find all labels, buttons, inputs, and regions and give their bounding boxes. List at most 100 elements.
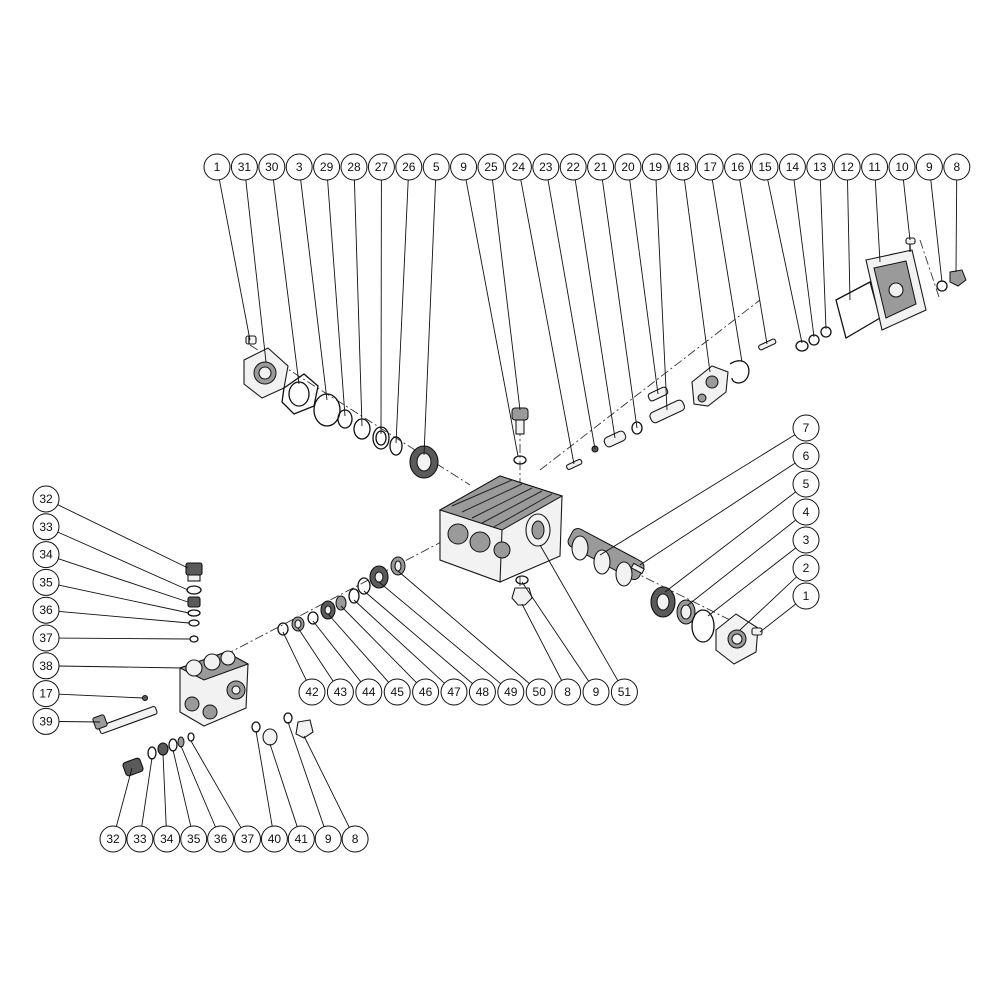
leader-line-middle-row-44 (312, 620, 362, 683)
part-balloon-12: 12 (833, 153, 861, 181)
part-balloon-35: 35 (32, 568, 60, 596)
bolt-part-39 (92, 705, 158, 735)
crankcase-part-51 (438, 475, 564, 583)
valve-plug-part-32-left (185, 562, 203, 582)
leader-line-bottom-row-34 (162, 753, 167, 827)
balloon-circle (340, 153, 368, 181)
part-number-label: 16 (731, 160, 745, 174)
part-balloon-4: 4 (792, 498, 820, 526)
balloon-circle (587, 153, 615, 181)
part-balloon-32: 32 (32, 485, 60, 513)
screw-part-16 (758, 338, 777, 351)
axis-right-upper (539, 299, 761, 471)
part-balloon-50: 50 (525, 678, 553, 706)
part-balloon-34: 34 (153, 825, 181, 853)
part-balloon-37: 37 (32, 624, 60, 652)
leader-line-left-column-39 (58, 721, 101, 723)
balloon-circle (610, 678, 638, 706)
leader-line-top-row-9 (465, 179, 519, 457)
part-number-label: 8 (953, 160, 960, 174)
part-number-label: 41 (295, 832, 309, 846)
leader-line-bottom-row-35 (172, 749, 192, 827)
leader-line-top-row-31 (245, 179, 267, 363)
valve-part-34-bottom (157, 742, 169, 756)
part-balloon-5: 5 (422, 153, 450, 181)
balloon-circle (326, 678, 354, 706)
leader-line-top-row-3 (300, 179, 328, 401)
part-number-label: 37 (241, 832, 255, 846)
part-number-label: 18 (676, 160, 690, 174)
leader-line-top-row-28 (353, 179, 363, 427)
part-number-label: 37 (39, 631, 53, 645)
leader-line-middle-row-9 (521, 581, 590, 682)
part-balloon-8: 8 (341, 825, 369, 853)
screw-part-10 (905, 237, 916, 252)
part-balloon-10: 10 (888, 153, 916, 181)
balloon-circle (207, 825, 235, 853)
leader-line-bottom-row-40 (255, 730, 273, 827)
leader-line-middle-row-49 (378, 581, 502, 685)
balloon-circle (32, 680, 60, 708)
balloon-circle (696, 153, 724, 181)
part-balloon-5: 5 (792, 470, 820, 498)
balloon-circle (778, 153, 806, 181)
part-number-label: 32 (106, 832, 120, 846)
part-number-label: 26 (402, 160, 416, 174)
leader-line-middle-row-45 (327, 613, 389, 683)
leader-line-bottom-row-41 (269, 743, 298, 827)
ring-part-47 (348, 588, 360, 604)
balloon-circle (792, 498, 820, 526)
part-balloon-7: 7 (792, 414, 820, 442)
leader-line-middle-row-50 (397, 570, 530, 684)
ring-part-35-left (187, 609, 201, 617)
ring-part-37-bottom (187, 732, 195, 742)
part-number-label: 28 (347, 160, 361, 174)
part-number-label: 15 (758, 160, 772, 174)
balloon-circle (792, 442, 820, 470)
flange-part-2 (715, 613, 759, 665)
balloon-circle (32, 568, 60, 596)
connecting-rod-part-18 (691, 365, 729, 407)
part-number-label: 13 (813, 160, 827, 174)
leader-line-right-column-6 (639, 462, 796, 566)
valve-part-34-left (187, 596, 201, 608)
part-number-label: 46 (419, 685, 433, 699)
leader-line-top-row-26 (395, 179, 409, 444)
part-number-label: 51 (618, 685, 632, 699)
part-balloon-9: 9 (450, 153, 478, 181)
leader-line-top-row-19 (655, 179, 668, 411)
part-number-label: 9 (460, 160, 467, 174)
axis-cover (919, 239, 941, 301)
oring-part-9-right (936, 280, 948, 292)
leader-line-left-column-32 (57, 504, 189, 569)
part-balloon-45: 45 (383, 678, 411, 706)
balloon-circle (230, 153, 258, 181)
balloon-circle (504, 153, 532, 181)
ring-part-37-left (189, 635, 199, 643)
leader-line-bottom-row-37 (190, 740, 242, 828)
bearing-cover-part-31 (243, 347, 289, 399)
seal-part-43 (291, 616, 305, 632)
part-balloon-16: 16 (724, 153, 752, 181)
balloon-circle (450, 153, 478, 181)
axis-lower (224, 539, 446, 656)
part-number-label: 17 (704, 160, 718, 174)
part-balloon-9: 9 (915, 153, 943, 181)
leader-line-bottom-row-9 (287, 721, 325, 827)
leader-line-top-row-13 (819, 179, 827, 330)
balloon-circle (861, 153, 889, 181)
leader-line-middle-row-8 (521, 603, 562, 681)
leader-line-bottom-row-33 (141, 757, 153, 827)
part-balloon-34: 34 (32, 541, 60, 569)
leader-line-left-column-38 (58, 665, 183, 669)
leader-line-top-row-9 (930, 179, 943, 283)
balloon-circle (477, 153, 505, 181)
part-number-label: 45 (391, 685, 405, 699)
balloon-circle (298, 678, 326, 706)
balloon-circle (806, 153, 834, 181)
seal-part-49 (369, 565, 389, 589)
part-number-label: 25 (484, 160, 498, 174)
